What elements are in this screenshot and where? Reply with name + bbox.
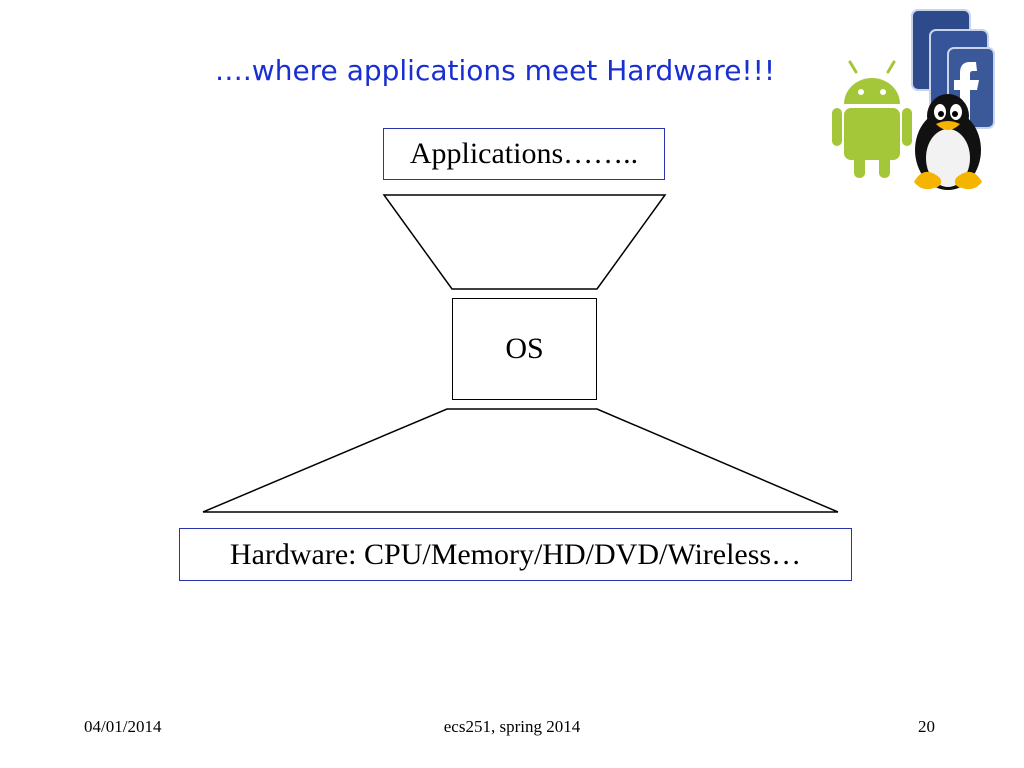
footer-date: 04/01/2014 [84, 717, 162, 736]
upper-funnel [382, 194, 667, 290]
hardware-label: Hardware: CPU/Memory/HD/DVD/Wireless… [229, 537, 802, 571]
platform-logos [832, 9, 995, 190]
android-icon [832, 60, 912, 178]
footer-course: ecs251, spring 2014 [443, 717, 581, 736]
hardware-box: Hardware: CPU/Memory/HD/DVD/Wireless… [179, 528, 852, 581]
applications-label: Applications…….. [409, 137, 639, 170]
slide-title: ….where applications meet Hardware!!! [214, 54, 776, 87]
os-box: OS [452, 298, 597, 400]
lower-trapezoid [202, 408, 839, 513]
footer-page-number: 20 [918, 717, 935, 736]
applications-box: Applications…….. [383, 128, 665, 180]
tux-penguin-icon [914, 94, 982, 190]
os-label: OS [505, 332, 544, 365]
